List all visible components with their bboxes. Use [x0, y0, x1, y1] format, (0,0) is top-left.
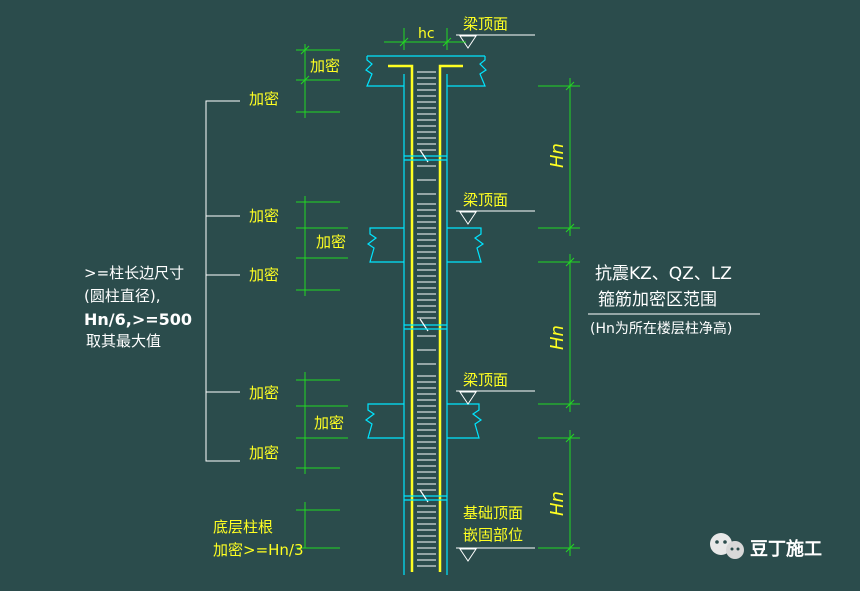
- hn-label-1: Hn: [547, 143, 568, 168]
- watermark-text: 豆丁施工: [750, 538, 822, 560]
- dense-label-node-2: 加密: [316, 233, 346, 251]
- rule-line-4: 取其最大值: [86, 332, 161, 350]
- column-break-1: [404, 149, 447, 163]
- hn-label-3: Hn: [547, 491, 568, 516]
- stirrups: [417, 71, 436, 567]
- beam-top-label-2: 梁顶面: [463, 191, 508, 209]
- rule-text: >=柱长边尺寸 (圆柱直径), Hn/6,>=500 取其最大值: [84, 264, 192, 350]
- dense-label-4: 加密: [249, 384, 279, 402]
- wechat-icon: [710, 533, 744, 559]
- beam-top-label-3: 梁顶面: [463, 371, 508, 389]
- watermark: 豆丁施工: [710, 533, 822, 560]
- dense-label-1: 加密: [249, 90, 279, 108]
- beam-top-marker-1: 梁顶面: [456, 15, 535, 49]
- title-block: 抗震KZ、QZ、LZ 箍筋加密区范围 (Hn为所在楼层柱净高): [588, 264, 760, 337]
- dense-label-node-3: 加密: [314, 414, 344, 432]
- bottom-label-1: 底层柱根: [213, 518, 273, 536]
- foundation-marker: 基础顶面 嵌固部位: [456, 504, 535, 562]
- beam-top: [365, 55, 487, 87]
- hn-dimension-2: [538, 254, 580, 412]
- hn-dimension-3: [538, 430, 580, 556]
- title-note: (Hn为所在楼层柱净高): [590, 320, 732, 337]
- rule-bracket: [205, 100, 240, 462]
- dense-label-5: 加密: [249, 444, 279, 462]
- beam-top-label-1: 梁顶面: [463, 15, 508, 33]
- foundation-label-1: 基础顶面: [463, 504, 523, 522]
- bottom-label-2: 加密>=Hn/3: [213, 541, 304, 559]
- beam-top-marker-2: 梁顶面: [456, 191, 535, 225]
- dense-label-top-node: 加密: [310, 57, 340, 75]
- hn-label-2: Hn: [547, 325, 568, 350]
- rule-line-1: >=柱长边尺寸: [84, 264, 184, 282]
- column-break-3: [404, 489, 447, 503]
- beam-top-marker-3: 梁顶面: [456, 371, 535, 405]
- dense-dims-outer: [296, 80, 340, 549]
- dense-label-3: 加密: [249, 266, 279, 284]
- dense-label-2: 加密: [249, 207, 279, 225]
- hn-dimension-1: [538, 78, 580, 236]
- foundation-label-2: 嵌固部位: [463, 526, 523, 544]
- beam-mid: [366, 227, 485, 263]
- hc-label: hc: [418, 26, 435, 42]
- column: [388, 64, 463, 575]
- column-break-2: [404, 318, 447, 332]
- title-line-2: 箍筋加密区范围: [598, 290, 717, 310]
- title-line-1: 抗震KZ、QZ、LZ: [595, 264, 732, 284]
- rule-line-2: (圆柱直径),: [84, 287, 160, 305]
- rule-line-3: Hn/6,>=500: [84, 310, 192, 329]
- node-dense-dim-top: [296, 44, 340, 85]
- hc-dimension: [384, 28, 466, 50]
- beam-lower: [364, 403, 483, 439]
